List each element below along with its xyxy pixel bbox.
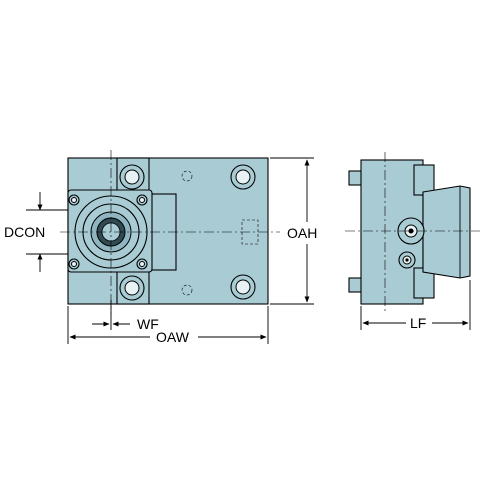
front-view — [60, 150, 280, 315]
bolt-top-left — [119, 164, 145, 190]
oah-label: OAH — [287, 225, 317, 241]
dimension-wf: WF — [92, 300, 159, 332]
dimension-lf: LF — [360, 280, 471, 331]
dcon-label: DCON — [4, 224, 45, 240]
side-shank — [422, 185, 471, 279]
coolant-port-secondary — [398, 251, 416, 269]
plate-screw-tl — [68, 194, 80, 206]
stud-bottom — [348, 277, 363, 293]
wf-label: WF — [137, 316, 159, 332]
dimension-oaw: OAW — [67, 306, 269, 345]
lf-label: LF — [410, 315, 426, 331]
bolt-bottom-left — [119, 275, 145, 301]
plate-screw-bl — [68, 258, 80, 270]
coolant-port-main — [397, 217, 425, 245]
stud-top — [348, 170, 363, 186]
side-view — [345, 152, 480, 312]
dimension-oah: OAH — [270, 157, 317, 305]
hidden-hole-bottom — [181, 284, 193, 296]
oaw-label: OAW — [156, 329, 190, 345]
dimension-dcon: DCON — [4, 192, 68, 272]
bolt-bottom-right — [230, 274, 256, 300]
hidden-hole-top — [181, 170, 193, 182]
plate-screw-br — [136, 258, 148, 270]
plate-screw-tr — [136, 194, 148, 206]
bolt-top-right — [230, 164, 256, 190]
